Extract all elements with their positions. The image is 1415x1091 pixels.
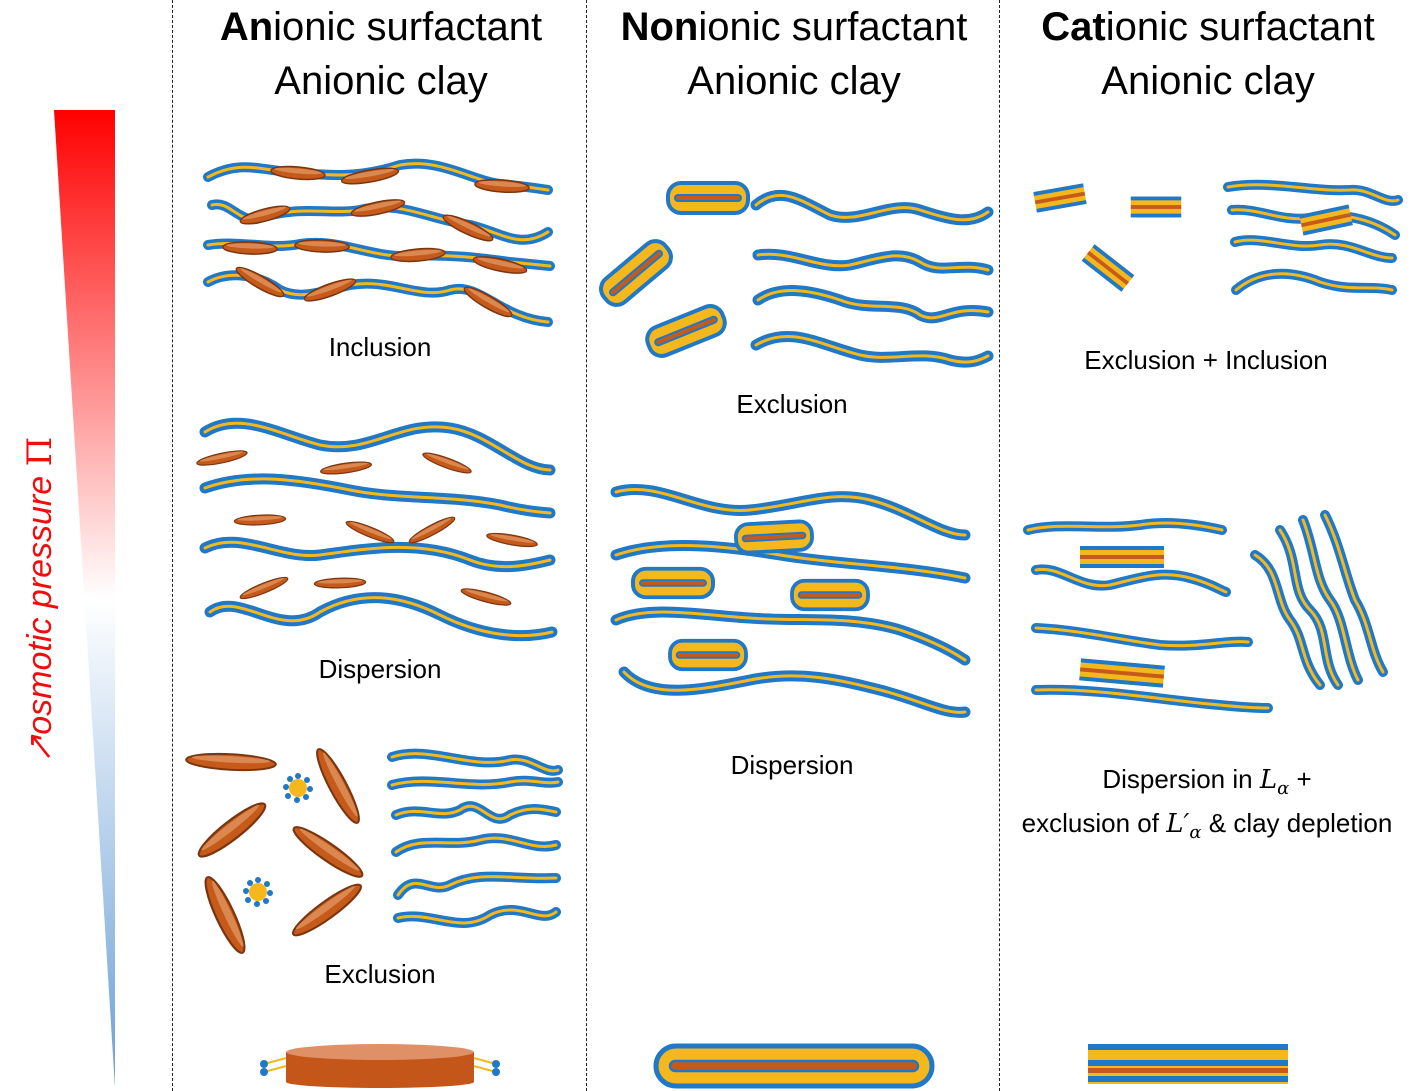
dispersion-clays-1 [195, 447, 539, 609]
legend-coated-clay [653, 1043, 935, 1089]
osmotic-pressure-label: ↗osmotic pressure Π [20, 436, 60, 764]
column-title-nonionic: Nonionic surfactant Anionic clay [620, 5, 968, 103]
trend-arrow-icon: ↗ [21, 734, 59, 764]
dispersion-membranes-1 [199, 417, 558, 642]
label-exclusion-nonionic: Exclusion [736, 389, 848, 419]
stacked-clays-3 [1033, 183, 1353, 688]
label-exclusion-inclusion: Exclusion + Inclusion [1084, 345, 1328, 375]
legend-anionic-clay [260, 1044, 500, 1088]
column-title-cationic: Cationic surfactant Anionic clay [1041, 5, 1375, 103]
column-divider-3 [999, 0, 1000, 1091]
label-dispersion-exclusion-depletion: Dispersion in Lα + exclusion of L′α & cl… [1021, 764, 1393, 844]
exclusion-clays-1 [184, 744, 368, 958]
exclusion-membranes-1 [387, 748, 563, 928]
column-divider-1 [172, 0, 173, 1091]
dispersion-membranes-2 [610, 483, 971, 718]
label-inclusion: Inclusion [328, 332, 432, 362]
pressure-gradient-wedge [54, 110, 115, 1088]
micelle-1 [283, 773, 313, 803]
exclusion-membranes-2 [750, 190, 994, 368]
column-divider-2 [586, 0, 587, 1091]
exclusion-stack-3 [1250, 510, 1388, 690]
dispersion-membranes-3 [1023, 517, 1273, 713]
legend-stacked-clay [1088, 1044, 1288, 1084]
coated-clays-2 [593, 181, 870, 672]
micelle-2 [243, 877, 273, 907]
column-title-anionic: Anionic surfactant Anionic clay [219, 5, 543, 103]
label-dispersion-nonionic: Dispersion [730, 750, 854, 780]
exclusion-inclusion-membranes-3 [1223, 179, 1403, 295]
label-exclusion-anionic: Exclusion [324, 959, 436, 989]
label-dispersion-anionic: Dispersion [318, 654, 442, 684]
